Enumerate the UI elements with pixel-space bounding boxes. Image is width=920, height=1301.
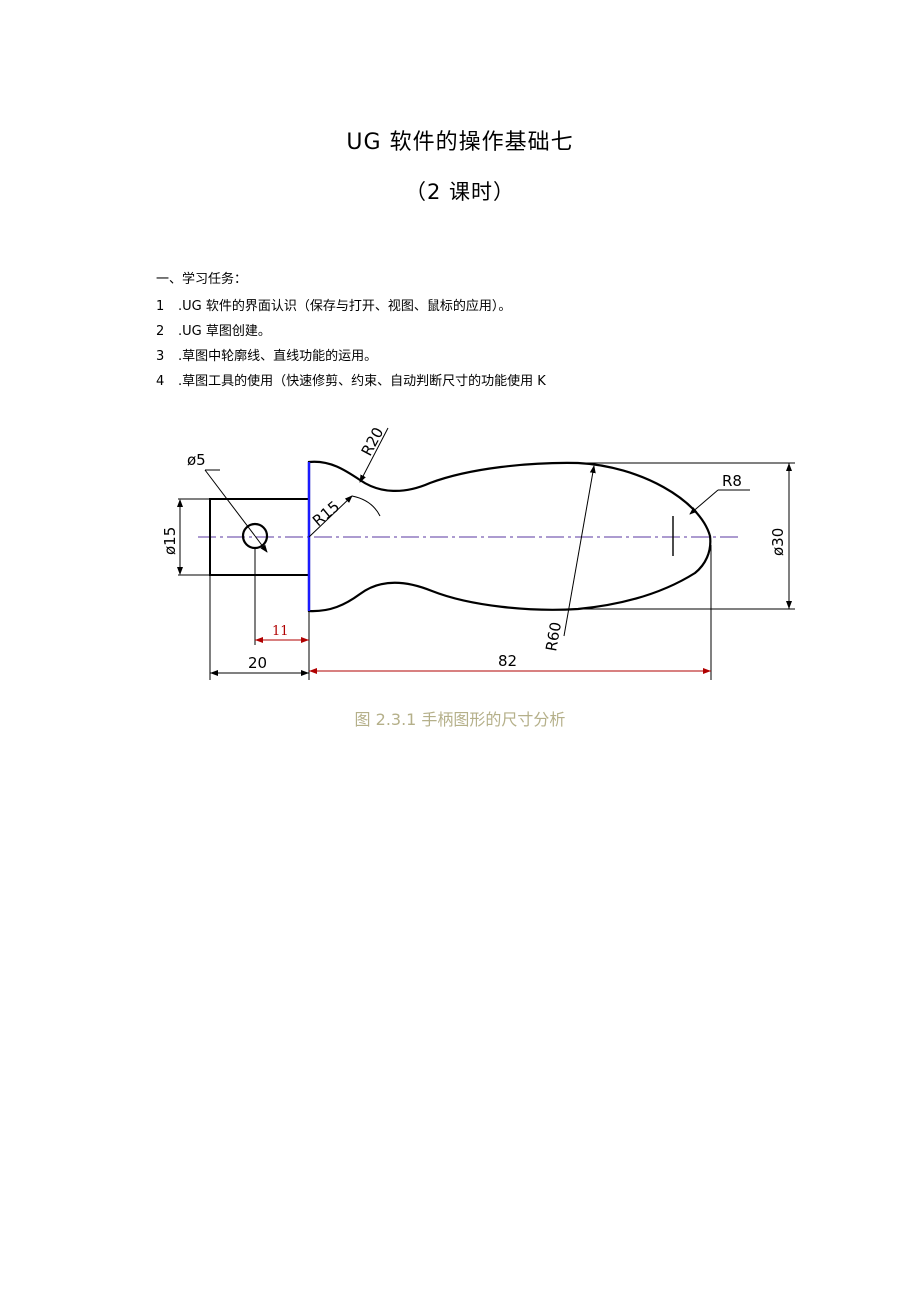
dimension-r15: R15 — [309, 497, 343, 530]
list-item-text: .UG 草图创建。 — [178, 324, 271, 339]
list-item-number: 4 — [156, 374, 165, 389]
section-heading: 一、学习任务： — [156, 272, 248, 287]
list-item-number: 1 — [156, 299, 165, 314]
dimension-d30: ø30 — [769, 528, 787, 556]
list-item-text: .UG 软件的界面认识（保存与打开、视图、鼠标的应用）。 — [178, 299, 512, 314]
dimension-d15: ø15 — [161, 527, 179, 555]
figure-caption: 图 2.3.1 手柄图形的尺寸分析 — [354, 710, 566, 729]
list-item: 4 .草图工具的使用（快速修剪、约束、自动判断尺寸的功能使用 K — [156, 370, 546, 389]
list-item: 1 .UG 软件的界面认识（保存与打开、视图、鼠标的应用）。 — [156, 295, 511, 314]
list-item-text: .草图工具的使用（快速修剪、约束、自动判断尺寸的功能使用 K — [178, 374, 546, 389]
list-item: 2 .UG 草图创建。 — [156, 320, 271, 339]
page-title: UG 软件的操作基础七 — [346, 130, 574, 155]
dimension-r8: R8 — [722, 472, 742, 490]
list-item-number: 3 — [156, 349, 165, 364]
dimension-d5: ø5 — [187, 451, 206, 469]
dimension-20: 20 — [248, 654, 267, 672]
list-item-number: 2 — [156, 324, 165, 339]
list-item: 3 .草图中轮廓线、直线功能的运用。 — [156, 345, 377, 364]
handle-drawing: ø15 ø30 ø5 R20 R15 R60 R8 11 20 82 — [161, 424, 795, 680]
dimension-r20: R20 — [358, 424, 388, 459]
dimension-82: 82 — [498, 652, 517, 670]
handle-outline — [307, 460, 712, 613]
page-subtitle: （2 课时） — [404, 180, 516, 204]
dimension-11: 11 — [272, 624, 289, 639]
list-item-text: .草图中轮廓线、直线功能的运用。 — [178, 349, 378, 364]
dimension-r60: R60 — [542, 621, 565, 653]
